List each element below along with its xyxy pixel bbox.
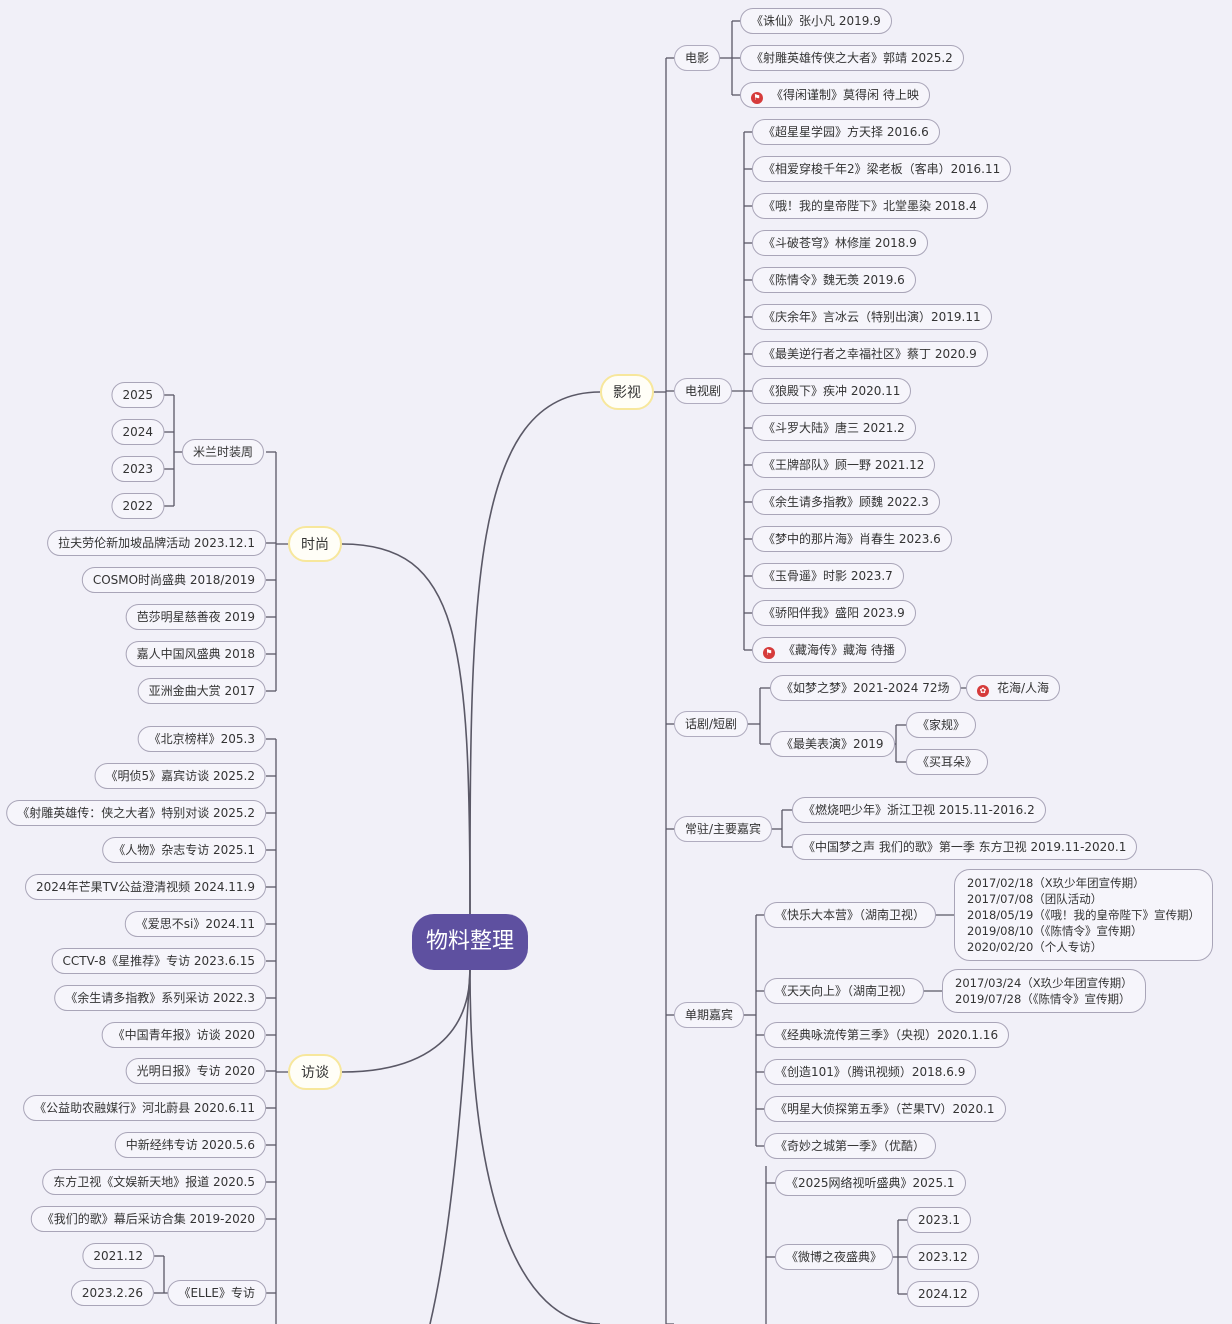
drama-item[interactable]: 《买耳朵》	[906, 749, 989, 775]
gala-item[interactable]: 《2025网络视听盛典》2025.1	[775, 1170, 966, 1196]
interview-item[interactable]: 《公益助农融媒行》河北蔚县 2020.6.11	[23, 1095, 266, 1121]
tv-item[interactable]: 《余生请多指教》顾魏 2022.3	[752, 489, 940, 515]
tv-item[interactable]: 《陈情令》魏无羡 2019.6	[752, 267, 916, 293]
drama-item-label: 花海/人海	[997, 681, 1050, 695]
drama-item[interactable]: 《最美表演》2019	[770, 731, 895, 757]
flag-icon: ⚑	[763, 647, 775, 659]
film-item[interactable]: 《诛仙》张小凡 2019.9	[740, 8, 892, 34]
fashion-item[interactable]: 米兰时装周	[181, 439, 264, 465]
category-drama[interactable]: 话剧/短剧	[674, 711, 749, 737]
category-film[interactable]: 电影	[674, 45, 721, 71]
drama-item[interactable]: 《家规》	[906, 712, 977, 738]
single-detail[interactable]: 2017/03/24（X玖少年团宣传期） 2019/07/28（《陈情令》宣传期…	[942, 969, 1146, 1013]
interview-item[interactable]: 《北京榜样》205.3	[137, 726, 266, 752]
interview-item[interactable]: 2024年芒果TV公益澄清视频 2024.11.9	[25, 874, 266, 900]
fashion-item[interactable]: 嘉人中国风盛典 2018	[125, 641, 266, 667]
topic-fangtan[interactable]: 访谈	[288, 1054, 342, 1090]
regular-item[interactable]: 《中国梦之声 我们的歌》第一季 东方卫视 2019.11-2020.1	[792, 834, 1138, 860]
single-detail[interactable]: 2017/02/18（X玖少年团宣传期） 2017/07/08（团队活动） 20…	[954, 869, 1214, 961]
star-icon: ✿	[977, 685, 989, 697]
root-connector	[341, 969, 471, 1073]
detail-line: 2020/02/20（个人专访）	[967, 940, 1103, 954]
drama-item[interactable]: 《如梦之梦》2021-2024 72场	[770, 675, 961, 701]
tv-item[interactable]: 《相爱穿梭千年2》梁老板（客串）2016.11	[752, 156, 1012, 182]
gala-year[interactable]: 2023.1	[907, 1207, 971, 1233]
interview-item[interactable]: 《明侦5》嘉宾访谈 2025.2	[94, 763, 266, 789]
tv-item[interactable]: 《超星星学园》方天择 2016.6	[752, 119, 940, 145]
interview-item[interactable]: CCTV-8《星推荐》专访 2023.6.15	[51, 948, 266, 974]
fashion-item[interactable]: 拉夫劳伦新加坡品牌活动 2023.12.1	[47, 530, 266, 556]
detail-line: 2017/02/18（X玖少年团宣传期）	[967, 876, 1145, 890]
detail-line: 2017/03/24（X玖少年团宣传期）	[955, 976, 1133, 990]
detail-line: 2019/07/28（《陈情令》宣传期）	[955, 992, 1131, 1006]
gala-item[interactable]: 《微博之夜盛典》	[775, 1244, 894, 1270]
tv-item[interactable]: 《哦！我的皇帝陛下》北堂墨染 2018.4	[752, 193, 988, 219]
interview-item[interactable]: 东方卫视《文娱新天地》报道 2020.5	[42, 1169, 266, 1195]
fashion-item[interactable]: 亚洲金曲大赏 2017	[137, 678, 266, 704]
single-item[interactable]: 《明星大侦探第五季》（芒果TV）2020.1	[764, 1096, 1006, 1122]
single-item[interactable]: 《天天向上》（湖南卫视）	[764, 978, 925, 1004]
topic-yingshi[interactable]: 影视	[600, 374, 654, 410]
topic-shishang[interactable]: 时尚	[288, 526, 342, 562]
interview-item[interactable]: 《爱思不si》2024.11	[124, 911, 266, 937]
tv-item[interactable]: 《最美逆行者之幸福社区》蔡丁 2020.9	[752, 341, 988, 367]
milan-year[interactable]: 2023	[111, 456, 164, 482]
category-tv[interactable]: 电视剧	[674, 378, 733, 404]
gala-year[interactable]: 2023.12	[907, 1244, 979, 1270]
detail-line: 2018/05/19（《哦！我的皇帝陛下》宣传期）	[967, 908, 1201, 922]
tv-item[interactable]: 《玉骨遥》时影 2023.7	[752, 563, 904, 589]
interview-item[interactable]: 《ELLE》专访	[167, 1280, 266, 1306]
tv-item[interactable]: 《斗破苍穹》林修崖 2018.9	[752, 230, 928, 256]
tv-item[interactable]: 《庆余年》言冰云（特别出演）2019.11	[752, 304, 992, 330]
interview-item[interactable]: 《我们的歌》幕后采访合集 2019-2020	[30, 1206, 266, 1232]
flag-icon: ⚑	[751, 92, 763, 104]
tv-item[interactable]: 《梦中的那片海》肖春生 2023.6	[752, 526, 952, 552]
regular-item[interactable]: 《燃烧吧少年》浙江卫视 2015.11-2016.2	[792, 797, 1046, 823]
root-connector	[469, 391, 601, 915]
interview-item[interactable]: 《射雕英雄传：侠之大者》特别对谈 2025.2	[6, 800, 266, 826]
gala-year[interactable]: 2024.12	[907, 1281, 979, 1307]
film-item-label: 《得闲谨制》莫得闲 待上映	[771, 88, 919, 102]
fashion-item[interactable]: COSMO时尚盛典 2018/2019	[81, 567, 266, 593]
tv-item[interactable]: 《狼殿下》疾冲 2020.11	[752, 378, 912, 404]
root-node[interactable]: 物料整理	[411, 914, 529, 970]
fashion-item[interactable]: 芭莎明星慈善夜 2019	[125, 604, 266, 630]
film-item[interactable]: 《射雕英雄传侠之大者》郭靖 2025.2	[740, 45, 964, 71]
tv-item-label: 《藏海传》藏海 待播	[783, 643, 895, 657]
single-item[interactable]: 《创造101》（腾讯视频）2018.6.9	[764, 1059, 977, 1085]
elle-date[interactable]: 2021.12	[82, 1243, 154, 1269]
tv-item[interactable]: 《骄阳伴我》盛阳 2023.9	[752, 600, 916, 626]
single-item[interactable]: 《经典咏流传第三季》（央视）2020.1.16	[764, 1022, 1010, 1048]
drama-item[interactable]: ✿ 花海/人海	[966, 675, 1061, 701]
single-item[interactable]: 《快乐大本营》（湖南卫视）	[764, 902, 937, 928]
tv-item[interactable]: 《王牌部队》顾一野 2021.12	[752, 452, 936, 478]
detail-line: 2017/07/08（团队活动）	[967, 892, 1103, 906]
elle-date[interactable]: 2023.2.26	[70, 1280, 154, 1306]
interview-item[interactable]: 光明日报》专访 2020	[125, 1058, 266, 1084]
interview-item[interactable]: 中新经纬专访 2020.5.6	[114, 1132, 266, 1158]
tv-item[interactable]: ⚑ 《藏海传》藏海 待播	[752, 637, 906, 663]
root-connector	[341, 543, 471, 915]
detail-line: 2019/08/10（《陈情令》宣传期）	[967, 924, 1143, 938]
milan-year[interactable]: 2025	[111, 382, 164, 408]
root-connector	[429, 969, 471, 1324]
single-item[interactable]: 《奇妙之城第一季》（优酷）	[764, 1133, 937, 1159]
interview-item[interactable]: 《中国青年报》访谈 2020	[101, 1022, 266, 1048]
film-item[interactable]: ⚑ 《得闲谨制》莫得闲 待上映	[740, 82, 930, 108]
milan-year[interactable]: 2024	[111, 419, 164, 445]
milan-year[interactable]: 2022	[111, 493, 164, 519]
category-single[interactable]: 单期嘉宾	[674, 1002, 745, 1028]
category-regular[interactable]: 常驻/主要嘉宾	[674, 816, 773, 842]
interview-item[interactable]: 《余生请多指教》系列采访 2022.3	[54, 985, 266, 1011]
tv-item[interactable]: 《斗罗大陆》唐三 2021.2	[752, 415, 916, 441]
root-connector	[469, 969, 601, 1324]
interview-item[interactable]: 《人物》杂志专访 2025.1	[102, 837, 266, 863]
